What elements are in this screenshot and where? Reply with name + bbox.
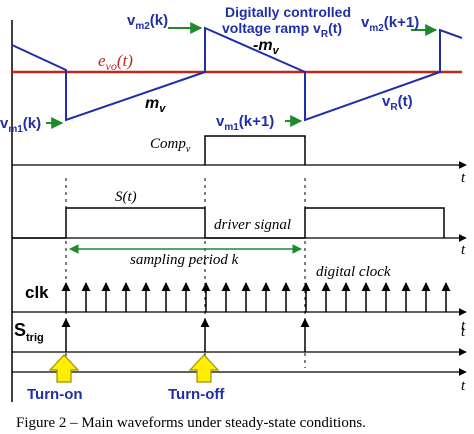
label-comp: Compv bbox=[150, 136, 191, 155]
label-digital-clock: digital clock bbox=[316, 264, 391, 280]
figure-caption: Figure 2 – Main waveforms under steady-s… bbox=[16, 415, 366, 431]
label-vm1-k1: vm1(k+1) bbox=[216, 113, 274, 133]
label-neg-slope: -mv bbox=[253, 37, 280, 57]
label-vm2-k1: vm2(k+1) bbox=[361, 14, 419, 34]
st-signal bbox=[12, 207, 445, 239]
label-strig: Strig bbox=[14, 320, 44, 344]
voltage-ramp bbox=[11, 26, 463, 122]
label-vm2-k: vm2(k) bbox=[127, 12, 168, 32]
turn-on-arrow-icon bbox=[48, 354, 80, 383]
label-st: S(t) bbox=[115, 189, 137, 205]
label-error-voltage: evo(t) bbox=[98, 51, 133, 73]
t-label-strig: t bbox=[461, 324, 466, 340]
label-vr: vR(t) bbox=[382, 93, 413, 113]
label-sampling-period: sampling period k bbox=[130, 252, 239, 268]
t-label-bottom: t bbox=[461, 378, 466, 394]
label-clk: clk bbox=[25, 283, 49, 302]
label-vm1-k: vm1(k) bbox=[0, 115, 41, 135]
clock-pulses bbox=[61, 282, 451, 312]
t-label-clk: t bbox=[461, 318, 466, 334]
label-turn-on: Turn-on bbox=[27, 386, 83, 403]
t-label-comp: t bbox=[461, 170, 466, 186]
comp-signal bbox=[204, 135, 306, 165]
turn-off-arrow-icon bbox=[188, 354, 220, 383]
label-driver-signal: driver signal bbox=[214, 217, 291, 233]
t-label-st: t bbox=[461, 242, 466, 258]
label-turn-off: Turn-off bbox=[168, 386, 225, 403]
label-ramp-subtitle: voltage ramp vR(t) bbox=[222, 20, 342, 40]
label-ramp-title: Digitally controlled bbox=[225, 4, 351, 20]
label-pos-slope: mv bbox=[145, 95, 166, 115]
